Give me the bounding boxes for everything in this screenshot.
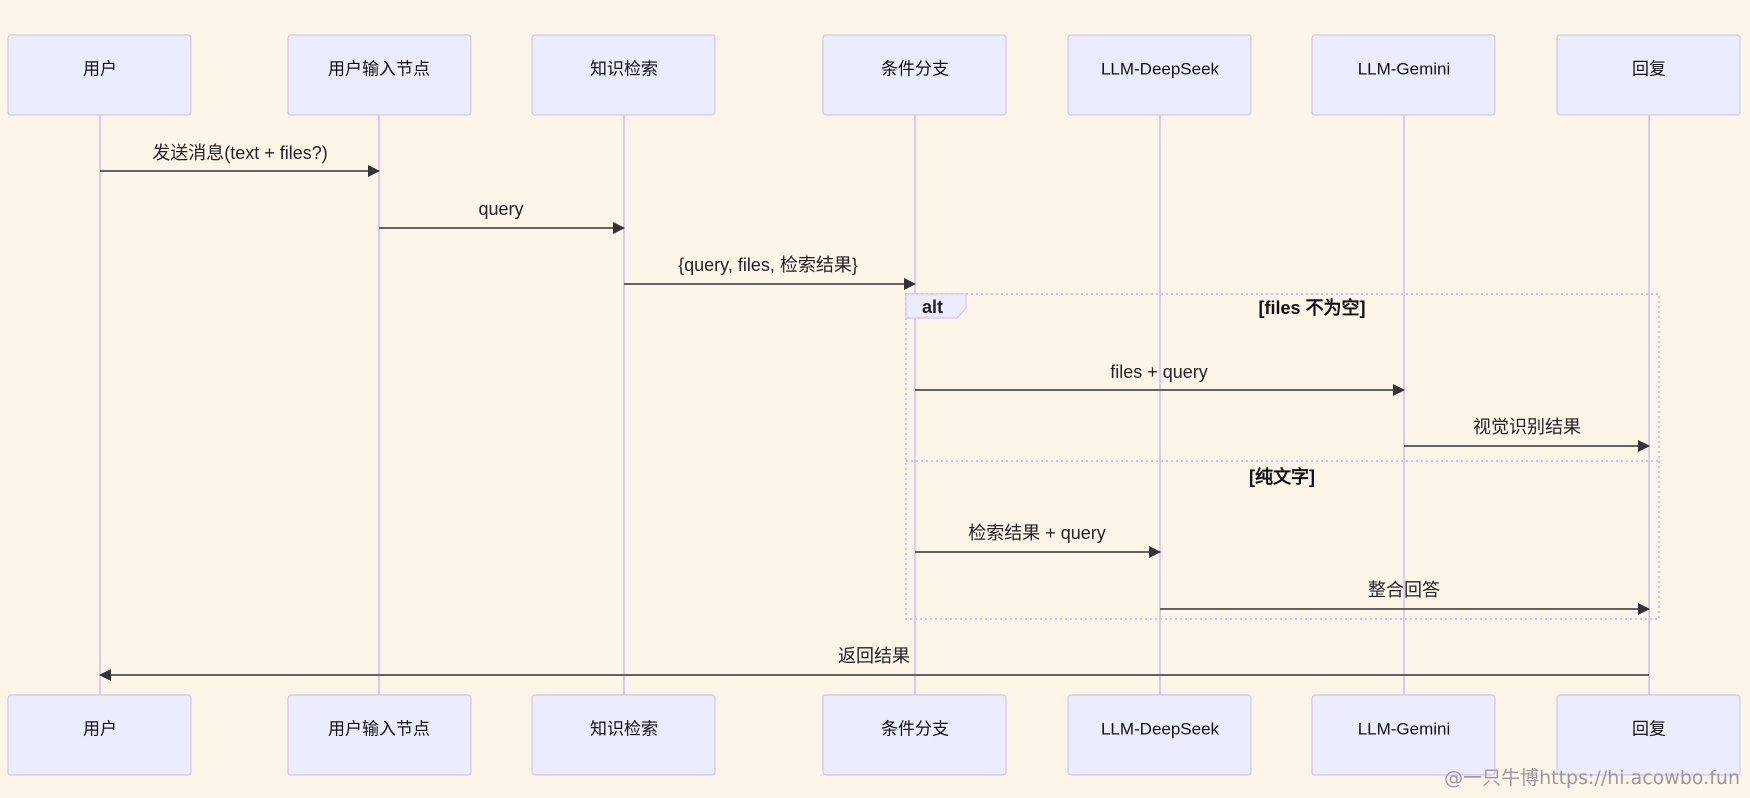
actor-box bbox=[1067, 34, 1252, 116]
actor-box bbox=[7, 694, 192, 776]
message-label: {query, files, 检索结果} bbox=[678, 255, 858, 275]
actor-top: 用户输入节点 bbox=[287, 34, 472, 116]
watermark: @一只牛博https://hi.acowbo.fun bbox=[1444, 767, 1740, 789]
actor-label: 知识检索 bbox=[590, 719, 658, 738]
actor-label: LLM-DeepSeek bbox=[1101, 719, 1220, 738]
lifelines bbox=[99, 115, 1650, 695]
actor-box bbox=[1067, 694, 1252, 776]
actor-bottom: 回复 bbox=[1556, 694, 1741, 776]
messages: 发送消息(text + files?) query {query, files,… bbox=[99, 143, 1650, 681]
actor-box bbox=[822, 34, 1007, 116]
actor-box bbox=[287, 34, 472, 116]
alt-frame bbox=[905, 293, 1660, 620]
alt-tag-box bbox=[905, 293, 967, 319]
actor-box bbox=[287, 694, 472, 776]
message-label: 整合回答 bbox=[1368, 580, 1440, 600]
actor-bottom: 用户输入节点 bbox=[287, 694, 472, 776]
bottom-actors: 用户 用户输入节点 知识检索 条件分支 LLM-DeepSeek LLM-Gem… bbox=[7, 694, 1741, 776]
actor-label: 条件分支 bbox=[881, 59, 949, 78]
actor-box bbox=[7, 34, 192, 116]
actor-top: LLM-Gemini bbox=[1311, 34, 1496, 116]
actor-label: 回复 bbox=[1632, 719, 1666, 738]
actor-top: 回复 bbox=[1556, 34, 1741, 116]
actor-label: 用户 bbox=[83, 59, 117, 78]
message-label: 返回结果 bbox=[838, 646, 910, 666]
actor-bottom: LLM-DeepSeek bbox=[1067, 694, 1252, 776]
actor-bottom: LLM-Gemini bbox=[1311, 694, 1496, 776]
actor-box bbox=[1311, 34, 1496, 116]
message-label: 发送消息(text + files?) bbox=[152, 143, 328, 163]
actor-bottom: 条件分支 bbox=[822, 694, 1007, 776]
alt-fragment: alt [files 不为空] [纯文字] bbox=[905, 293, 1660, 620]
actor-box bbox=[1311, 694, 1496, 776]
actor-label: 用户 bbox=[83, 719, 117, 738]
actor-top: 知识检索 bbox=[531, 34, 716, 116]
actor-box bbox=[1556, 34, 1741, 116]
actor-bottom: 知识检索 bbox=[531, 694, 716, 776]
actor-box bbox=[531, 34, 716, 116]
actor-label: 知识检索 bbox=[590, 59, 658, 78]
actor-top: LLM-DeepSeek bbox=[1067, 34, 1252, 116]
actor-top: 用户 bbox=[7, 34, 192, 116]
actor-label: 回复 bbox=[1632, 59, 1666, 78]
message-label: files + query bbox=[1110, 362, 1208, 382]
actor-label: 条件分支 bbox=[881, 719, 949, 738]
actor-bottom: 用户 bbox=[7, 694, 192, 776]
actor-box bbox=[531, 694, 716, 776]
actor-label: LLM-DeepSeek bbox=[1101, 59, 1220, 78]
actor-label: LLM-Gemini bbox=[1358, 719, 1451, 738]
alt-condition-files: [files 不为空] bbox=[1258, 297, 1365, 318]
alt-condition-text-only: [纯文字] bbox=[1249, 466, 1315, 487]
message-label: query bbox=[478, 199, 523, 219]
actor-box bbox=[822, 694, 1007, 776]
alt-tag: alt bbox=[922, 297, 943, 317]
message-label: 检索结果 + query bbox=[968, 523, 1106, 543]
actor-top: 条件分支 bbox=[822, 34, 1007, 116]
actor-box bbox=[1556, 694, 1741, 776]
actor-label: LLM-Gemini bbox=[1358, 59, 1451, 78]
top-actors: 用户 用户输入节点 知识检索 条件分支 LLM-DeepSeek LLM-Gem… bbox=[7, 34, 1741, 116]
actor-label: 用户输入节点 bbox=[328, 59, 430, 78]
actor-label: 用户输入节点 bbox=[328, 719, 430, 738]
message-label: 视觉识别结果 bbox=[1473, 417, 1581, 437]
